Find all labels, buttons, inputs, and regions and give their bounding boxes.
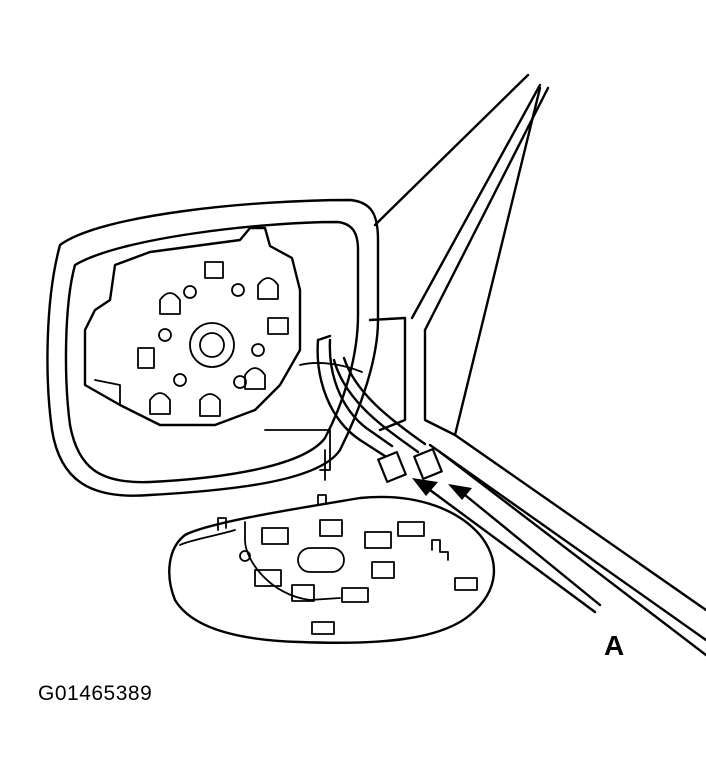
mirror-housing [46,198,407,497]
actuator-plate [83,226,302,427]
mirror-wires [316,334,427,460]
door-window-frame [373,73,706,657]
mirror-glass [168,494,496,644]
callout-label-a: A [604,630,625,661]
wire-connectors [377,448,443,483]
callout-arrows [412,478,602,614]
figure-id: G01465389 [38,682,153,705]
